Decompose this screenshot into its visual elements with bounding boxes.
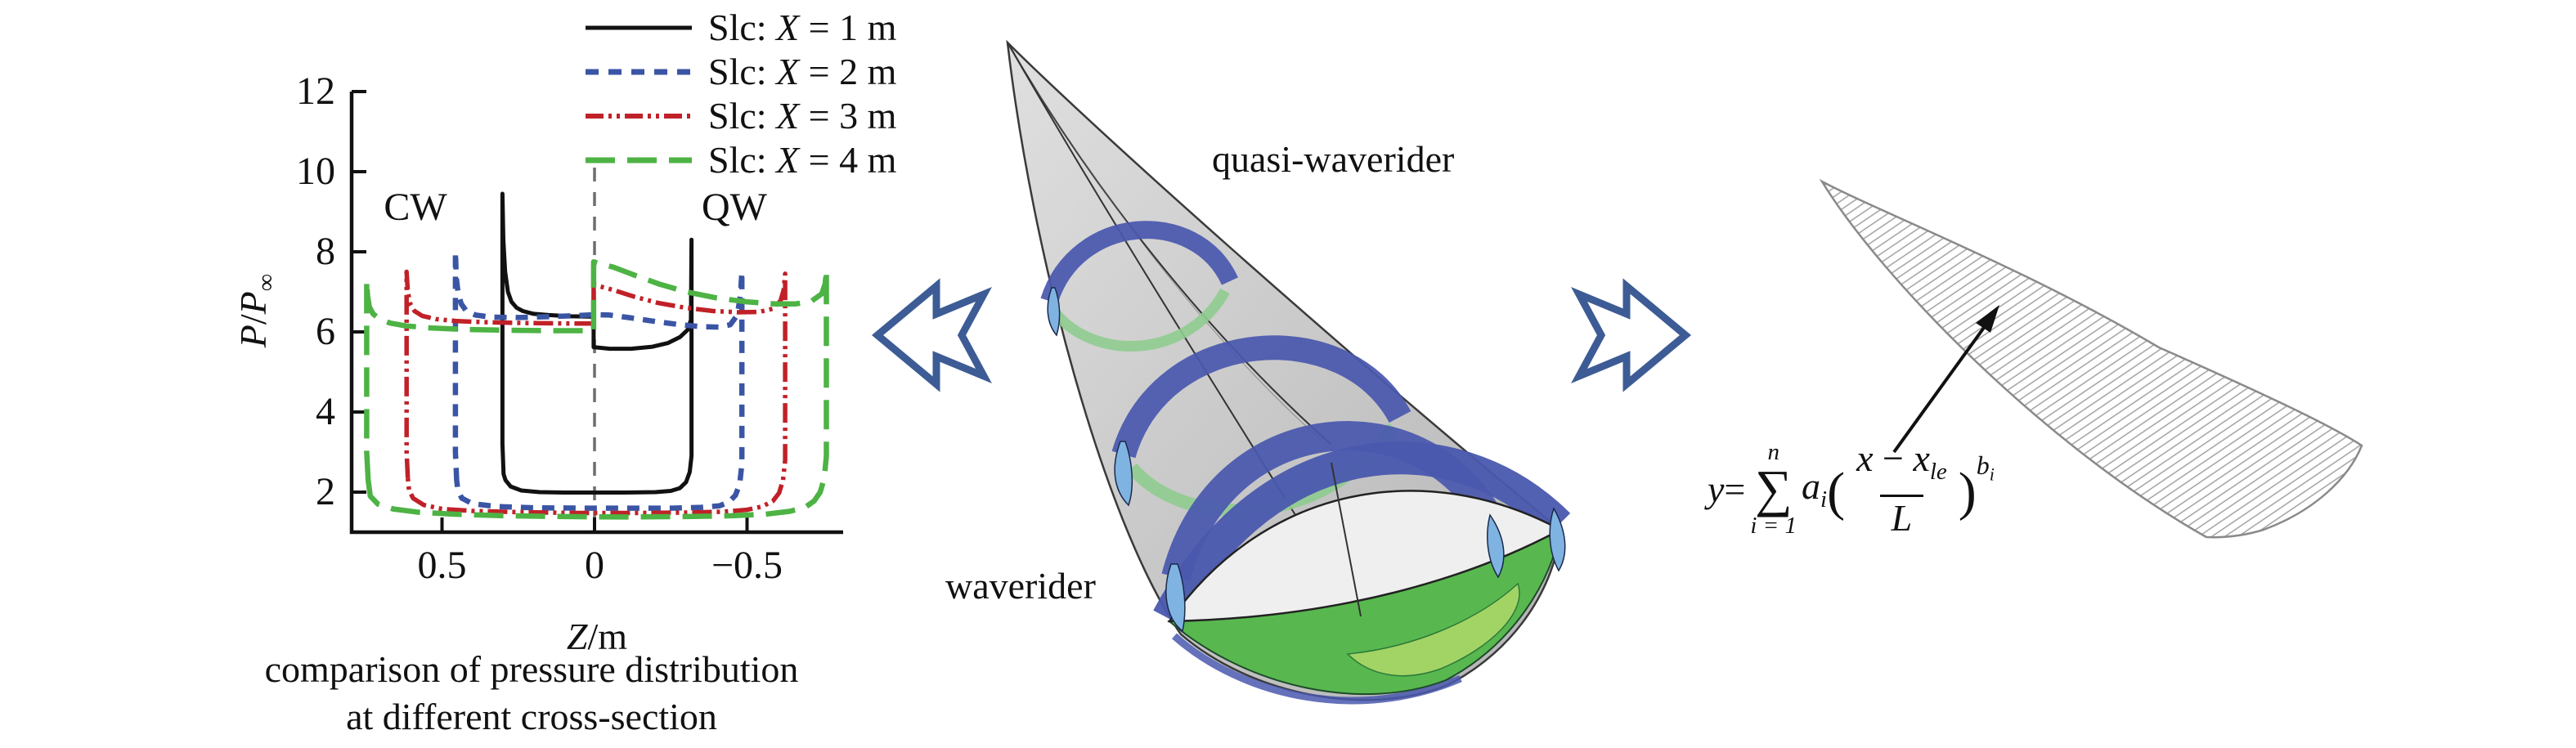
y-tick-label: 6 <box>316 310 335 353</box>
base-blue-rim <box>1172 633 1462 705</box>
legend-item-x2: Slc: X = 2 m <box>582 51 896 92</box>
surface-equation: y = n ∑ i = 1 ai ( x − xle L ) bi <box>1708 437 1995 539</box>
series-x4m <box>364 259 829 520</box>
x-axis-label: Z/m <box>566 616 628 657</box>
summation: n ∑ i = 1 <box>1750 439 1797 539</box>
waverider-3d-model <box>1006 39 1571 705</box>
quasi-waverider-label: quasi-waverider <box>1212 138 1455 180</box>
y-tick-label: 12 <box>296 69 335 113</box>
hatched-surface-shape <box>1819 178 2363 539</box>
chart-series-group <box>364 191 829 520</box>
annotation-arrow-line <box>1892 324 1987 454</box>
fraction: x − xle L <box>1856 437 1947 539</box>
legend-label: Slc: X = 2 m <box>708 50 897 92</box>
x-tick-label: 0.5 <box>417 544 467 587</box>
sliver-icon <box>1047 287 1061 337</box>
sigma-icon: ∑ <box>1754 459 1793 517</box>
legend-label: Slc: X = 3 m <box>708 94 897 137</box>
region-label-cw: CW <box>384 186 447 229</box>
y-tick-label: 8 <box>316 230 335 273</box>
y-axis-label: P/P∞ <box>232 273 280 348</box>
sliver-icon <box>1114 441 1133 507</box>
x-tick-label: 0 <box>585 544 604 587</box>
parameterized-surface-panel <box>1819 178 2363 539</box>
legend-label: Slc: X = 1 m <box>708 6 897 48</box>
series-x1m <box>500 191 694 495</box>
shock-band-4 <box>1153 441 1571 626</box>
left-block-arrow-icon <box>871 278 992 392</box>
right-block-arrow-icon <box>1571 278 1692 392</box>
axis-tick-marks <box>352 90 749 532</box>
legend-item-x4: Slc: X = 4 m <box>582 138 897 181</box>
x-tick-label: −0.5 <box>711 544 783 587</box>
sliver-icon <box>1487 513 1505 579</box>
y-tick-label: 4 <box>316 390 335 433</box>
shock-band-2 <box>1111 335 1411 459</box>
annotation-arrowhead-icon <box>1976 305 1999 333</box>
chart-caption-line2: at different cross-section <box>346 696 717 737</box>
lower-surface-arc-1 <box>1050 288 1230 352</box>
base-lower-surface-light <box>1346 582 1520 677</box>
sliver-icon <box>1165 563 1186 633</box>
series-x2m <box>452 249 745 511</box>
sliver-icon <box>1549 507 1566 572</box>
shock-band-1 <box>1040 221 1239 304</box>
legend-item-x3: Slc: X = 3 m <box>582 94 897 137</box>
waverider-label: waverider <box>945 565 1096 607</box>
y-tick-label: 10 <box>296 150 335 193</box>
meridian-line-2 <box>1010 48 1339 455</box>
legend-item-x1: Slc: X = 1 m <box>582 6 897 48</box>
chart-caption-line1: comparison of pressure distribution <box>264 648 799 690</box>
legend-label: Slc: X = 4 m <box>708 138 897 181</box>
axis-spines <box>349 92 843 535</box>
region-label-qw: QW <box>702 186 767 229</box>
pressure-chart <box>349 90 843 535</box>
y-tick-label: 2 <box>316 470 335 513</box>
base-chord-line <box>1331 462 1362 617</box>
leading-edge-slivers <box>1047 287 1566 633</box>
